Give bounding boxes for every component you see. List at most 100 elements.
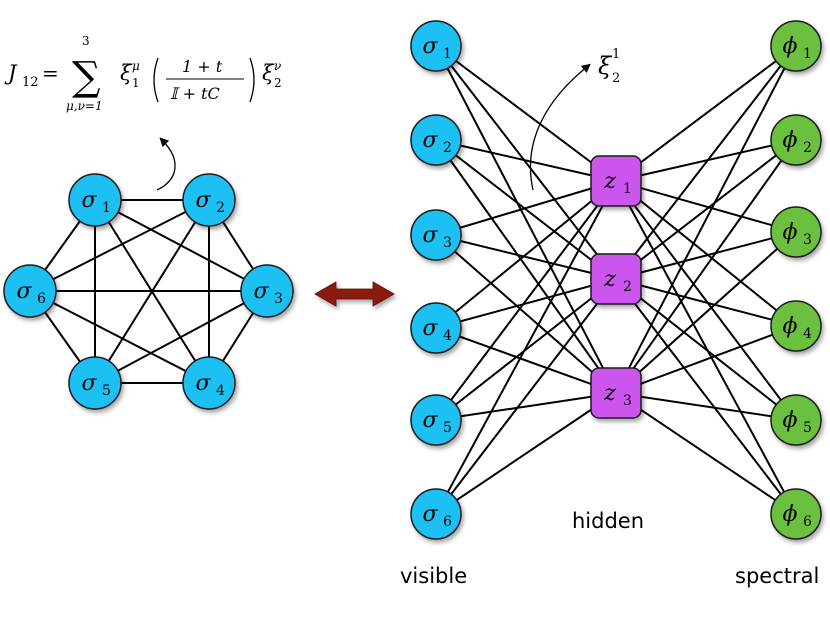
node-subscript: 5 bbox=[102, 383, 111, 399]
formula-equals: = bbox=[42, 61, 59, 85]
visible-hidden-edge bbox=[435, 45, 617, 182]
node-circle bbox=[770, 488, 822, 540]
hidden-layer-label: hidden bbox=[572, 509, 644, 533]
node-symbol: σ bbox=[195, 188, 211, 213]
formula-frac-num: 1 + t bbox=[182, 57, 223, 76]
node-symbol: σ bbox=[422, 408, 438, 433]
hidden-spectral-edge bbox=[615, 231, 797, 280]
node-subscript: 6 bbox=[803, 514, 812, 530]
hidden-spectral-edge bbox=[615, 180, 797, 327]
node-square bbox=[590, 253, 642, 305]
node-circle bbox=[3, 264, 57, 318]
weight-label-sup: 1 bbox=[612, 47, 620, 62]
formula-xi-right: ξ bbox=[262, 61, 275, 85]
node-symbol: σ bbox=[16, 279, 32, 304]
visible-hidden-edge bbox=[435, 180, 617, 515]
formula-paren-right bbox=[249, 57, 255, 103]
left-edge bbox=[29, 290, 210, 384]
node-subscript: 3 bbox=[274, 291, 283, 307]
node-square bbox=[590, 367, 642, 419]
node-symbol: σ bbox=[422, 34, 438, 59]
hidden-spectral-edge bbox=[615, 278, 797, 515]
node-circle bbox=[68, 173, 122, 227]
visible-hidden-edge bbox=[435, 327, 617, 394]
node-circle bbox=[410, 20, 462, 72]
node-symbol: ϕ bbox=[783, 220, 798, 245]
formula-pointer-arrow bbox=[156, 137, 176, 191]
formula-xi-left-sup: μ bbox=[132, 59, 140, 73]
formula-lhs: J bbox=[4, 61, 18, 85]
right-graph-edges bbox=[435, 45, 797, 515]
hidden-spectral-edge bbox=[615, 231, 797, 394]
node-subscript: 2 bbox=[623, 279, 632, 295]
formula-sum-upper: 3 bbox=[82, 34, 90, 48]
node-circle bbox=[410, 394, 462, 446]
hidden-spectral-edge bbox=[615, 139, 797, 182]
weight-label: ξ 1 2 bbox=[598, 47, 620, 86]
visible-hidden-edge bbox=[435, 278, 617, 515]
hidden-spectral-edge bbox=[615, 392, 797, 421]
visible-hidden-edge bbox=[435, 45, 617, 280]
formula-sum-sign: ∑ bbox=[72, 54, 101, 100]
node-circle bbox=[410, 302, 462, 354]
visible-hidden-edge bbox=[435, 278, 617, 329]
node-subscript: 4 bbox=[443, 328, 452, 344]
formula-xi-right-sub: 2 bbox=[274, 76, 282, 90]
hidden-spectral-edge bbox=[615, 325, 797, 394]
node-circle bbox=[770, 20, 822, 72]
node-subscript: 6 bbox=[443, 514, 452, 530]
left-edge bbox=[94, 290, 268, 384]
weight-label-symbol: ξ bbox=[598, 52, 613, 80]
node-subscript: 1 bbox=[623, 181, 632, 197]
formula-frac-den: 𝕀 + tC bbox=[170, 84, 220, 103]
node-symbol: z bbox=[603, 381, 616, 406]
hidden-spectral-edge bbox=[615, 180, 797, 515]
hidden-spectral-edge bbox=[615, 180, 797, 421]
hidden-spectral-edge bbox=[615, 45, 797, 394]
node-symbol: σ bbox=[81, 188, 97, 213]
node-symbol: σ bbox=[422, 128, 438, 153]
visible-hidden-edge bbox=[435, 180, 617, 236]
node-subscript: 6 bbox=[37, 291, 46, 307]
node-circle bbox=[410, 114, 462, 166]
node-symbol: σ bbox=[422, 502, 438, 527]
node-symbol: ϕ bbox=[783, 34, 798, 59]
hidden-spectral-edge bbox=[615, 278, 797, 327]
node-symbol: σ bbox=[195, 371, 211, 396]
weight-label-sub: 2 bbox=[612, 71, 620, 86]
node-subscript: 1 bbox=[803, 46, 812, 62]
node-subscript: 4 bbox=[216, 383, 225, 399]
node-symbol: ϕ bbox=[783, 502, 798, 527]
visible-hidden-edge bbox=[435, 392, 617, 515]
node-circle bbox=[240, 264, 294, 318]
hidden-spectral-edge bbox=[615, 139, 797, 394]
left-edge bbox=[29, 199, 210, 292]
weight-pointer-arrow bbox=[529, 63, 591, 191]
equivalence-double-arrow bbox=[314, 281, 395, 307]
node-subscript: 3 bbox=[803, 232, 812, 248]
node-symbol: σ bbox=[422, 223, 438, 248]
node-symbol: σ bbox=[253, 279, 269, 304]
formula-xi-left-sub: 1 bbox=[132, 76, 140, 90]
node-circle bbox=[770, 394, 822, 446]
node-square bbox=[590, 155, 642, 207]
